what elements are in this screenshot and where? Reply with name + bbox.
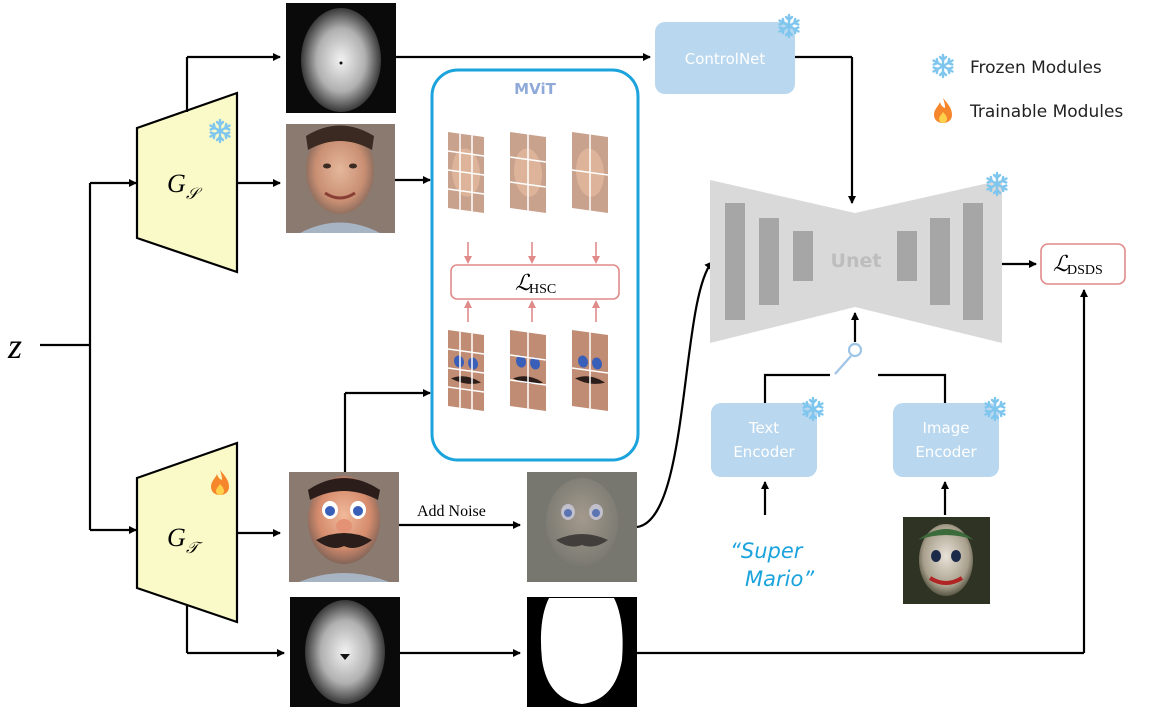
loss-dsds-subscript: DSDS — [1067, 263, 1103, 278]
latent-z-symbol: z — [7, 326, 22, 366]
prompt-text-line1: “Super — [730, 539, 804, 563]
generator-target-symbol: G — [167, 523, 186, 552]
loss-hsc-box — [450, 264, 620, 300]
switch-lever — [834, 355, 852, 375]
controlnet-label: ControlNet — [685, 50, 766, 68]
target-face-image — [289, 472, 399, 582]
fire-icon — [934, 98, 952, 123]
condition-switch — [847, 342, 863, 358]
arrow-noisy-to-unet — [636, 261, 713, 529]
face-mask-image — [527, 597, 637, 707]
loss-dsds: ℒ DSDS — [1040, 243, 1126, 285]
image-encoder-label-line2: Encoder — [915, 443, 977, 461]
unet-label: Unet — [831, 250, 882, 272]
image-encoder-label-line1: Image — [923, 419, 970, 437]
add-noise-label: Add Noise — [417, 503, 486, 520]
legend-frozen-label: Frozen Modules — [970, 58, 1102, 78]
legend: Frozen Modules Trainable Modules — [932, 53, 1123, 123]
mvit-target-arrows — [464, 300, 600, 322]
loss-hsc-subscript: HSC — [529, 282, 556, 297]
noisy-image — [527, 472, 637, 582]
snowflake-icon — [932, 53, 954, 79]
generator-source-symbol: G — [167, 169, 186, 198]
loss-dsds-symbol: ℒ — [1053, 251, 1070, 276]
mvit-source-arrows — [464, 242, 600, 264]
text-encoder-label-line2: Encoder — [733, 443, 795, 461]
target-depth-map — [290, 597, 400, 707]
text-encoder-label-line1: Text — [748, 419, 779, 437]
mvit-source-patches — [448, 132, 608, 214]
prompt-text-line2: Mario” — [745, 567, 815, 591]
source-face-image — [286, 124, 395, 233]
image-encoder-up-line — [878, 373, 947, 403]
image-encoder-module: Image Encoder — [893, 396, 1006, 477]
text-encoder-module: Text Encoder — [711, 396, 824, 477]
controlnet-module: ControlNet — [655, 13, 800, 94]
loss-hsc-symbol: ℒ — [515, 270, 532, 295]
unet-module: Unet — [710, 171, 1008, 343]
mvit-title: MViT — [514, 80, 556, 98]
source-depth-map — [286, 3, 396, 113]
generator-source: G 𝒮 — [135, 91, 239, 274]
text-encoder-up-line — [763, 373, 830, 403]
reference-image-joker — [903, 517, 990, 604]
mvit-module: MViT ℒ — [430, 68, 640, 462]
generator-target: G 𝒯 — [135, 441, 239, 624]
legend-trainable-label: Trainable Modules — [969, 102, 1123, 122]
mvit-target-patches — [448, 330, 608, 412]
